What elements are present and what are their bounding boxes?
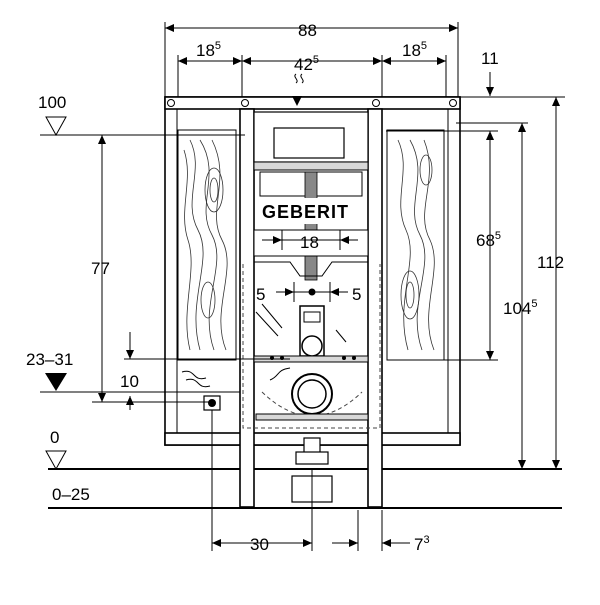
top-dimensions [164,22,494,106]
right-dimensions [386,96,565,469]
level-marker-floor [45,450,67,471]
dim-bottom-distance: 30 [250,535,269,554]
dim-top-offset: 11 [481,49,499,68]
dim-overall-width: 88 [298,21,317,40]
dim-middle: 425 [294,54,319,74]
inner-dimensions [262,230,358,302]
dim-total-height: 112 [537,253,564,272]
level-connection-small: 10 [120,372,139,391]
dim-right-side: 185 [402,40,427,60]
dim-upper-height: 685 [476,230,501,250]
level-floor-range: 0–25 [52,485,90,504]
water-supply-fitting [181,367,291,411]
dim-pipe-width: 18 [300,233,319,252]
cistern: GEBERIT [253,111,369,281]
dim-left-offset: 5 [256,285,265,304]
level-marker-connection [45,373,67,391]
left-wood-panel [177,129,237,361]
level-marker-top [45,116,67,137]
dim-inner-height: 1045 [503,298,538,318]
brand-logo: GEBERIT [262,202,349,222]
connection-block [253,288,369,363]
level-connection: 23–31 [26,350,73,369]
dim-right-offset: 5 [352,285,361,304]
dashed-ceramic-outline [242,264,381,429]
level-top: 100 [38,93,66,112]
drain-pipe [255,373,369,503]
level-floor: 0 [50,428,59,447]
left-dimensions [40,116,290,471]
dim-left-side: 185 [196,40,221,60]
dim-bottom-right: 73 [414,534,430,554]
bottom-dimensions [211,410,410,551]
dim-left-height: 77 [91,259,110,278]
right-wood-panel [386,129,445,361]
